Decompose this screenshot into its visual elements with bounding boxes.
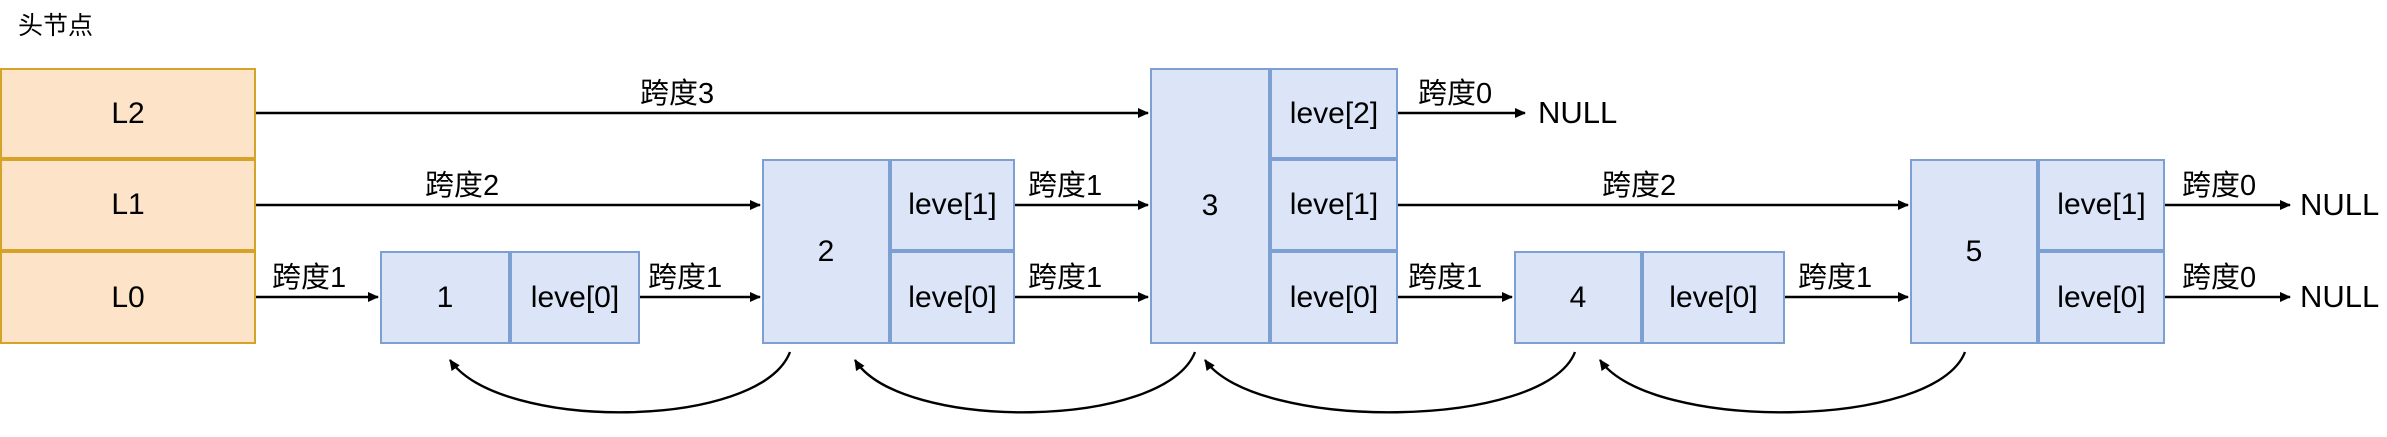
node-1-level-0-label: leve[0]: [530, 280, 620, 314]
node-2-level-1-label: leve[1]: [908, 188, 997, 221]
node-2-value-label: 2: [817, 234, 835, 268]
header-row-l0-label: L0: [111, 280, 145, 314]
node-3-level-0: leve[0]: [1270, 251, 1398, 344]
node-5-level-0-label: leve[0]: [2057, 280, 2146, 314]
backward-curve-node4-to-node3: [1204, 351, 1577, 414]
node-4-value-label: 4: [1569, 280, 1587, 314]
span-label-node3-l2: 跨度0: [1418, 78, 1493, 110]
node-3-level-2: leve[2]: [1270, 68, 1398, 159]
span-label-node2-l0: 跨度1: [1028, 262, 1103, 294]
span-label-node5-l1: 跨度0: [2182, 170, 2257, 202]
node-1-level-0: leve[0]: [510, 251, 640, 344]
span-label-node3-l0: 跨度1: [1408, 262, 1483, 294]
node-5-level-1-label: leve[1]: [2057, 188, 2146, 221]
header-row-l2: L2: [0, 68, 256, 159]
span-label-node2-l1: 跨度1: [1028, 170, 1103, 202]
header-row-l1: L1: [0, 159, 256, 251]
node-5-level-0: leve[0]: [2038, 251, 2165, 344]
span-label-node5-l0: 跨度0: [2182, 262, 2257, 294]
node-1-value: 1: [380, 251, 510, 344]
node-5-value: 5: [1910, 159, 2038, 344]
backward-curve-node2-to-node1: [449, 351, 792, 414]
page-title: 头节点: [18, 12, 94, 40]
backward-curve-node3-to-node2: [853, 351, 1197, 414]
node-3-level-1-label: leve[1]: [1289, 188, 1379, 221]
node-3-level-2-label: leve[2]: [1289, 96, 1379, 130]
span-label-head-l2: 跨度3: [640, 78, 715, 110]
span-label-node3-l1: 跨度2: [1602, 170, 1677, 202]
span-label-node4-l0: 跨度1: [1798, 262, 1873, 294]
header-row-l0: L0: [0, 251, 256, 344]
span-label-node1-l0: 跨度1: [648, 262, 723, 294]
node-5-level-1: leve[1]: [2038, 159, 2165, 251]
node-1-value-label: 1: [436, 280, 454, 314]
null-terminal-l2: NULL: [1538, 95, 1618, 130]
span-label-head-l0: 跨度1: [272, 262, 347, 294]
node-3-value: 3: [1150, 68, 1270, 344]
node-4-value: 4: [1514, 251, 1642, 344]
null-terminal-l1: NULL: [2300, 187, 2380, 222]
node-2-value: 2: [762, 159, 890, 344]
span-label-head-l1: 跨度2: [425, 170, 500, 202]
node-2-level-1: leve[1]: [890, 159, 1015, 251]
node-4-level-0: leve[0]: [1642, 251, 1785, 344]
null-terminal-l0: NULL: [2300, 279, 2380, 314]
node-3-level-0-label: leve[0]: [1289, 280, 1379, 314]
node-3-value-label: 3: [1201, 189, 1219, 222]
header-row-l2-label: L2: [111, 96, 145, 130]
backward-curve-node5-to-node4: [1599, 351, 1967, 414]
node-4-level-0-label: leve[0]: [1669, 280, 1758, 314]
header-row-l1-label: L1: [111, 188, 145, 221]
node-2-level-0-label: leve[0]: [908, 280, 997, 314]
node-2-level-0: leve[0]: [890, 251, 1015, 344]
node-5-value-label: 5: [1965, 234, 1983, 268]
node-3-level-1: leve[1]: [1270, 159, 1398, 251]
